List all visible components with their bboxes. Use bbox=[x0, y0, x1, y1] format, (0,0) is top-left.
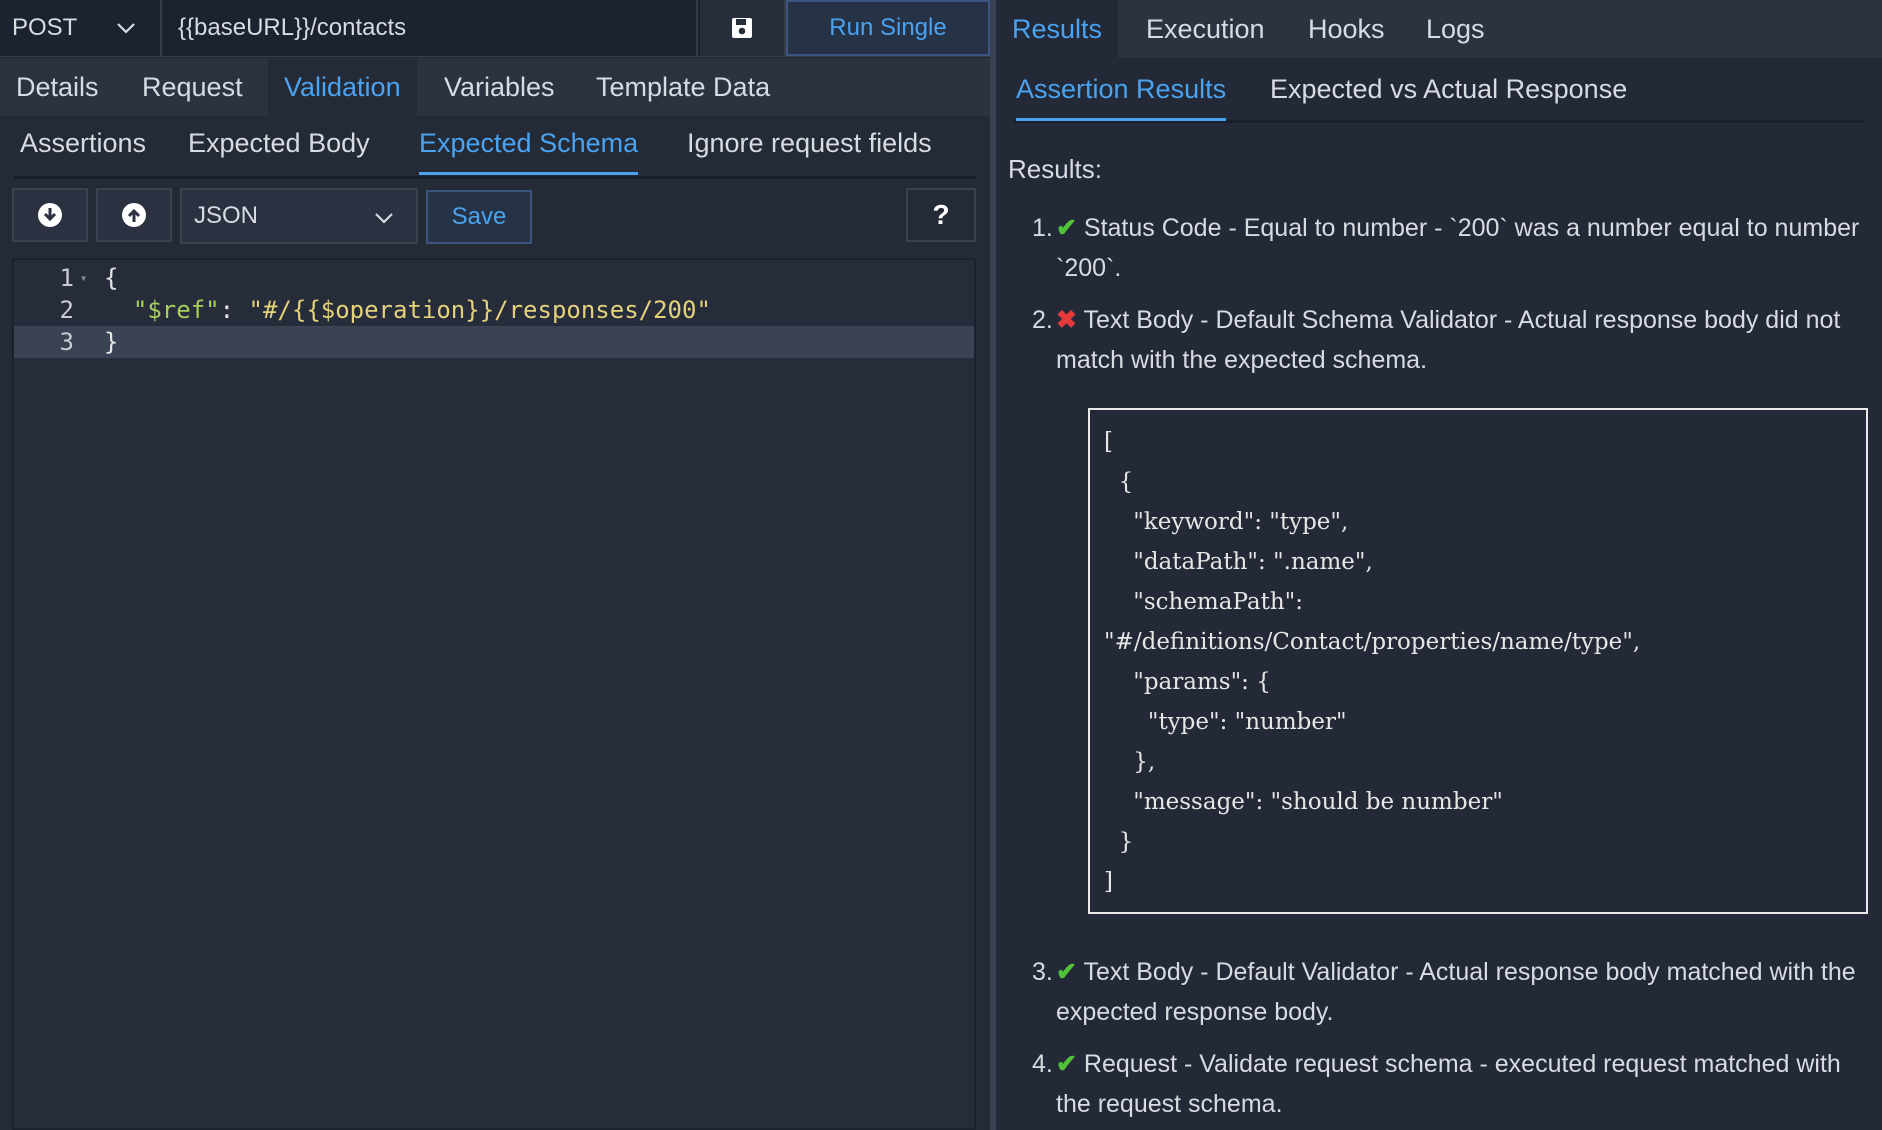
chevron-down-icon bbox=[375, 213, 393, 224]
arrow-down-circle-icon bbox=[38, 203, 62, 227]
editor-line: 2 "$ref": "#/{{$operation}}/responses/20… bbox=[14, 294, 974, 326]
cross-icon: ✖ bbox=[1056, 306, 1077, 334]
method-select[interactable]: POST bbox=[0, 0, 162, 56]
url-input[interactable] bbox=[164, 0, 698, 56]
check-icon: ✔ bbox=[1056, 214, 1077, 242]
result-text: Text Body - Default Validator - Actual r… bbox=[1056, 958, 1856, 1026]
tab-request[interactable]: Request bbox=[142, 71, 243, 102]
fold-arrow-icon[interactable]: ▾ bbox=[80, 271, 88, 285]
code-text: "$ref": "#/{{$operation}}/responses/200" bbox=[104, 294, 711, 326]
tab-assertion-results[interactable]: Assertion Results bbox=[1016, 74, 1227, 121]
tab-template-data[interactable]: Template Data bbox=[596, 71, 771, 102]
tab-expected-body[interactable]: Expected Body bbox=[188, 128, 370, 158]
method-label: POST bbox=[12, 14, 78, 41]
format-select[interactable]: JSON bbox=[180, 188, 418, 244]
line-number: 1 bbox=[59, 264, 74, 292]
result-number: 1. bbox=[1032, 214, 1053, 242]
editor-line-current: 3 } bbox=[14, 326, 974, 358]
schema-editor[interactable]: 1 ▾ { 2 "$ref": "#/{{$operation}}/respon… bbox=[12, 258, 976, 1130]
tab-expected-vs-actual[interactable]: Expected vs Actual Response bbox=[1270, 74, 1628, 104]
schema-error-json: [ { "keyword": "type", "dataPath": ".nam… bbox=[1104, 429, 1641, 895]
result-item: 2. ✖ Text Body - Default Schema Validato… bbox=[1032, 300, 1866, 380]
tab-validation[interactable]: Validation bbox=[268, 58, 417, 116]
panel-resize-handle[interactable] bbox=[990, 0, 996, 1130]
result-text: Request - Validate request schema - exec… bbox=[1056, 1050, 1841, 1118]
result-item: 3. ✔ Text Body - Default Validator - Act… bbox=[1032, 952, 1866, 1032]
tab-logs[interactable]: Logs bbox=[1426, 13, 1485, 44]
tab-expected-schema[interactable]: Expected Schema bbox=[419, 128, 639, 175]
json-key: "$ref" bbox=[132, 296, 220, 324]
run-single-button[interactable]: Run Single bbox=[786, 0, 990, 56]
save-schema-button[interactable]: Save bbox=[426, 190, 532, 244]
tab-execution[interactable]: Execution bbox=[1146, 13, 1265, 44]
import-button[interactable] bbox=[12, 188, 88, 242]
tab-variables[interactable]: Variables bbox=[444, 71, 555, 102]
result-item: 4. ✔ Request - Validate request schema -… bbox=[1032, 1044, 1866, 1124]
tab-ignore-request-fields[interactable]: Ignore request fields bbox=[687, 128, 932, 158]
result-item: 1. ✔ Status Code - Equal to number - `20… bbox=[1032, 208, 1866, 288]
tab-hooks[interactable]: Hooks bbox=[1308, 13, 1385, 44]
main-tabs: Details Request Validation Variables Tem… bbox=[0, 58, 990, 116]
request-panel: POST Run Single Details Request Validati… bbox=[0, 0, 990, 1130]
chevron-down-icon bbox=[117, 23, 135, 34]
results-panel: Results Execution Hooks Logs Assertion R… bbox=[996, 0, 1882, 1130]
validation-sub-tabs: Assertions Expected Body Expected Schema… bbox=[14, 118, 976, 179]
arrow-up-circle-icon bbox=[122, 203, 146, 227]
help-button[interactable]: ? bbox=[906, 188, 976, 242]
code-text: { bbox=[104, 264, 119, 292]
export-button[interactable] bbox=[96, 188, 172, 242]
line-number: 3 bbox=[59, 328, 74, 356]
save-request-button[interactable] bbox=[700, 0, 786, 56]
result-number: 3. bbox=[1032, 958, 1053, 986]
line-number: 2 bbox=[59, 296, 74, 324]
result-number: 2. bbox=[1032, 306, 1053, 334]
editor-line: 1 ▾ { bbox=[14, 262, 974, 294]
result-number: 4. bbox=[1032, 1050, 1053, 1078]
schema-error-details: [ { "keyword": "type", "dataPath": ".nam… bbox=[1088, 408, 1868, 914]
check-icon: ✔ bbox=[1056, 958, 1077, 986]
format-label: JSON bbox=[194, 202, 259, 229]
tab-details[interactable]: Details bbox=[16, 71, 99, 102]
results-sub-tabs: Assertion Results Expected vs Actual Res… bbox=[1014, 68, 1864, 123]
results-tabs: Results Execution Hooks Logs bbox=[996, 0, 1882, 58]
floppy-disk-icon bbox=[732, 18, 752, 38]
check-icon: ✔ bbox=[1056, 1050, 1077, 1078]
results-heading: Results: bbox=[1008, 154, 1102, 184]
result-text: Text Body - Default Schema Validator - A… bbox=[1056, 306, 1841, 374]
tab-results[interactable]: Results bbox=[996, 0, 1119, 58]
tab-assertions[interactable]: Assertions bbox=[20, 128, 147, 158]
code-text: } bbox=[104, 328, 119, 356]
result-text: Status Code - Equal to number - `200` wa… bbox=[1056, 214, 1860, 282]
json-colon: : bbox=[219, 296, 249, 324]
url-bar: POST Run Single bbox=[0, 0, 990, 57]
json-value: "#/{{$operation}}/responses/200" bbox=[248, 296, 711, 324]
